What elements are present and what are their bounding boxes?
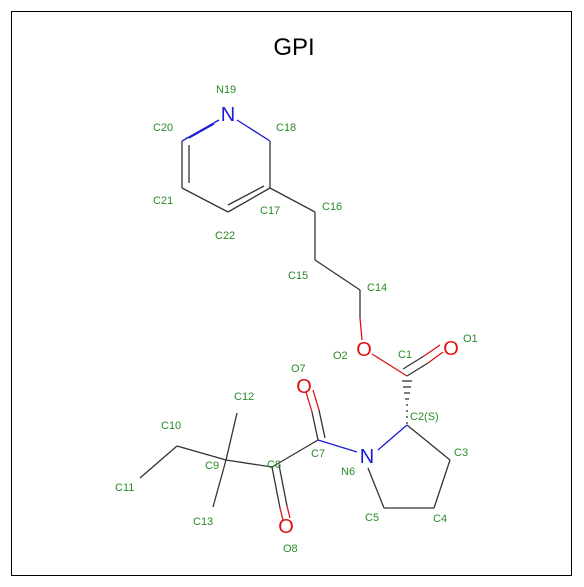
atom-label-c3: C3 [454, 447, 468, 459]
atom-label-c20: C20 [153, 122, 173, 134]
diagram-title: GPI [273, 34, 314, 61]
atom-label-c15: C15 [288, 270, 308, 282]
atom-label-c18: C18 [276, 122, 296, 134]
atom-label-n19: N19 [216, 84, 236, 96]
atom-symbol-o1: O [443, 338, 459, 360]
atom-label-c16: C16 [322, 201, 342, 213]
ester-bonds [371, 344, 444, 377]
atom-label-c9: C9 [205, 460, 219, 472]
pyridine-ring-bonds [181, 119, 271, 213]
atom-label-c10: C10 [161, 420, 181, 432]
atom-label-c7: C7 [311, 448, 325, 460]
atom-label-c17: C17 [260, 205, 280, 217]
atom-label-o7: O7 [291, 363, 306, 375]
atom-label-o1: O1 [463, 333, 478, 345]
atom-label-c1: C1 [398, 349, 412, 361]
atom-label-c13: C13 [193, 516, 213, 528]
pyrrolidine-ring-bonds [367, 424, 451, 509]
atom-label-c12: C12 [234, 391, 254, 403]
propyl-chain-bonds [269, 187, 363, 341]
atom-label-c5: C5 [365, 512, 379, 524]
atom-label-c2s: C2(S) [410, 411, 439, 423]
acyl-chain-bonds [139, 389, 358, 521]
atom-symbol-n19: N [221, 104, 235, 126]
atom-label-n6: N6 [341, 466, 355, 478]
molecule-panel [11, 11, 572, 576]
atom-symbol-o7: O [296, 376, 312, 398]
atom-label-c11: C11 [115, 482, 134, 494]
atom-label-o2: O2 [333, 350, 348, 362]
atom-label-c4: C4 [433, 513, 447, 525]
atom-symbol-o2: O [356, 339, 372, 361]
atom-labels: N19 C20 C18 C21 C17 C16 C22 C15 C14 O1 O… [115, 84, 478, 555]
atom-label-c21: C21 [153, 195, 173, 207]
atom-symbol-o8: O [278, 516, 294, 538]
atom-label-o8: O8 [283, 543, 298, 555]
atom-label-c14: C14 [367, 282, 387, 294]
atom-label-c8: C8 [267, 459, 281, 471]
atom-symbol-n6: N [360, 446, 374, 468]
atom-label-c22: C22 [215, 230, 235, 242]
stereo-hash-bond [402, 380, 412, 424]
